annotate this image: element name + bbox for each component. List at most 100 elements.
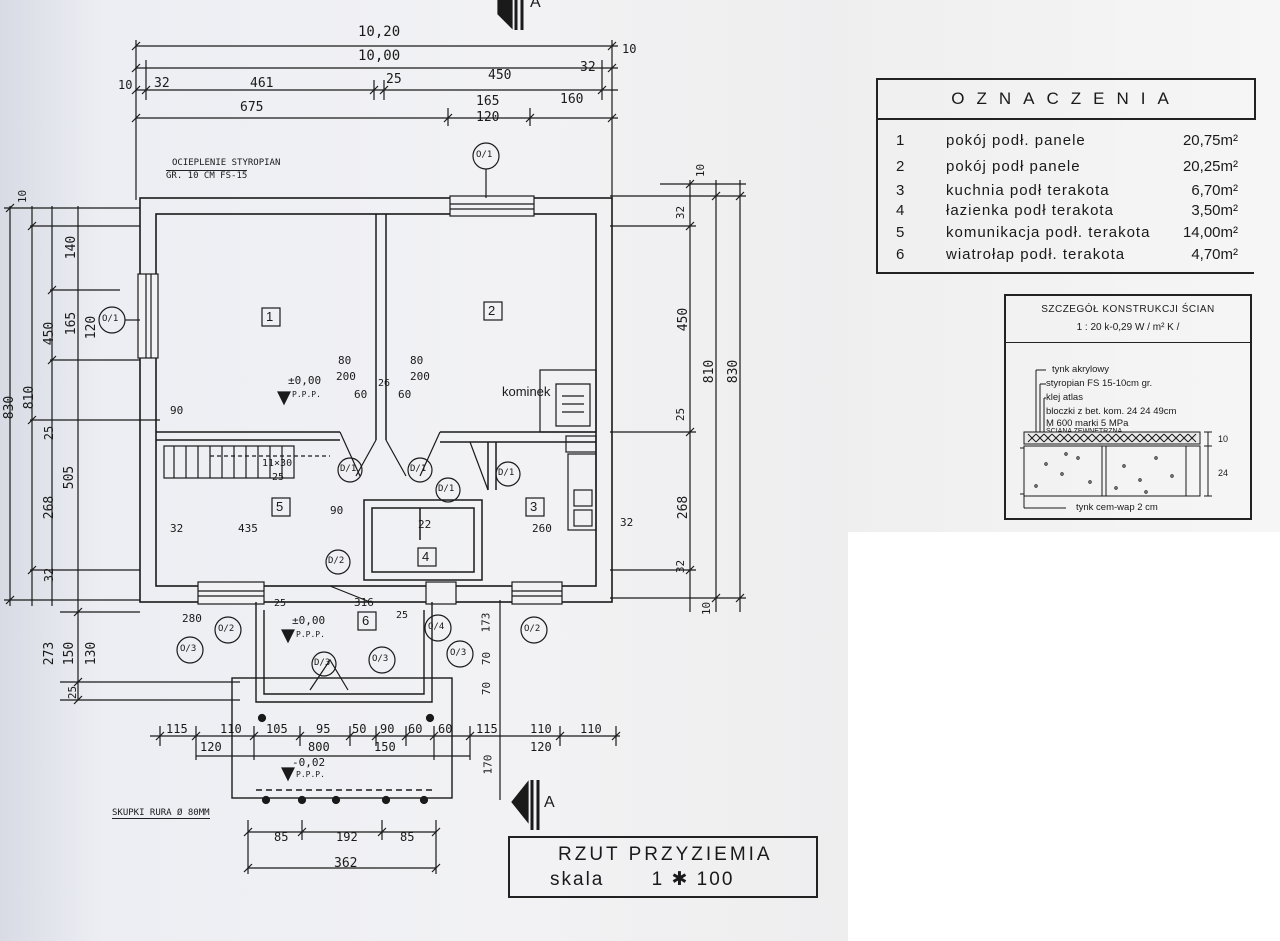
level-marker-symbols <box>277 391 295 782</box>
dimension-label: 60 <box>354 388 368 401</box>
dimension-label: 810 <box>702 359 718 384</box>
door-tag-circles <box>311 457 521 677</box>
legend-row-area: 6,70m² <box>1191 182 1238 199</box>
dimension-label: 90 <box>330 504 344 517</box>
dimension-label: 50 <box>352 722 367 736</box>
dimension-label: 32 <box>674 205 688 220</box>
wall-construction-detail: SZCZEGÓŁ KONSTRUKCJI ŚCIAN 1 : 20 k-0,29… <box>1004 294 1252 520</box>
dimension-top-inner: 10,00 <box>358 48 401 64</box>
legend-row-area: 14,00m² <box>1182 224 1238 241</box>
detail-layer-label: klej atlas <box>1046 392 1083 403</box>
drawing-scale: skala 1 ✱ 100 <box>550 868 734 891</box>
legend-row-name: pokój podł panele <box>946 158 1081 175</box>
dimension-label: 25 <box>396 610 409 621</box>
legend-row-number: 4 <box>896 202 905 219</box>
legend-row: 5 komunikacja podł. terakota 14,00m² <box>878 224 1248 246</box>
dimension-label: 32 <box>580 60 596 75</box>
wall-section-drawing <box>1020 369 1212 509</box>
dimension-label: 26 <box>378 378 391 389</box>
dimension-label: 450 <box>488 68 512 83</box>
dimension-label: 170 <box>481 754 495 775</box>
window-tag: O/3 <box>372 654 389 664</box>
detail-dimension: 10 <box>1218 434 1229 444</box>
fireplace <box>539 369 597 453</box>
section-arrow-top <box>497 0 524 30</box>
detail-layer-label: styropian FS 15-10cm gr. <box>1046 378 1153 389</box>
dimension-label: 505 <box>62 465 78 490</box>
dimension-label: 675 <box>240 100 264 115</box>
legend-row-name: komunikacja podł. terakota <box>946 224 1151 241</box>
legend-row-number: 3 <box>896 182 905 199</box>
dimension-label: 130 <box>84 641 100 666</box>
dimension-label: 95 <box>316 722 331 736</box>
detail-layer-label: bloczki z bet. kom. 24 24 49cm <box>1046 406 1177 417</box>
window-tag-circles <box>98 142 548 674</box>
interior-walls <box>156 214 596 581</box>
dimension-label: 461 <box>250 76 274 91</box>
dimension-label: 200 <box>410 370 430 383</box>
room-number-4: 4 <box>422 549 430 564</box>
stairs-label: 11×30 <box>262 458 293 469</box>
dimension-label: 25 <box>386 72 402 87</box>
dimension-label: 10 <box>694 163 708 178</box>
dimension-label: 105 <box>266 722 288 736</box>
section-arrow-bottom <box>511 780 540 830</box>
drain-note: SKUPKI RURA Ø 80MM <box>112 808 210 819</box>
right-dimension-lines <box>610 179 746 612</box>
scale-label: skala <box>550 869 605 890</box>
detail-layer-label: tynk akrylowy <box>1052 364 1110 375</box>
drawing-title: RZUT PRZYZIEMIA <box>558 844 773 865</box>
dimension-label: 165 <box>476 94 500 109</box>
legend-row-area: 3,50m² <box>1191 202 1238 219</box>
dimension-label: 32 <box>674 559 688 574</box>
dimension-label: 90 <box>380 722 395 736</box>
kitchen-counter <box>567 453 597 531</box>
dimension-label: 150 <box>374 740 396 754</box>
dimension-label: 25 <box>274 598 287 609</box>
dimension-label: 165 <box>64 311 80 336</box>
legend-table: OZNACZENIA 1 pokój podł. panele 20,75m² … <box>876 78 1256 274</box>
dimension-label: 70 <box>480 651 494 666</box>
legend-row-area: 20,25m² <box>1182 158 1238 175</box>
legend-row: 3 kuchnia podł terakota 6,70m² <box>878 182 1248 204</box>
room-number-1: 1 <box>266 309 274 324</box>
dimension-label: 160 <box>560 92 584 107</box>
staircase <box>163 445 330 479</box>
dimension-label: 268 <box>676 495 692 520</box>
section-label-top: A <box>530 0 541 11</box>
legend-row-name: łazienka podł terakota <box>946 202 1114 219</box>
title-block: RZUT PRZYZIEMIA skala 1 ✱ 100 <box>508 836 818 898</box>
dimension-label: 200 <box>336 370 356 383</box>
dimension-label: 60 <box>408 722 423 736</box>
dimension-top-total: 10,20 <box>358 24 401 40</box>
legend-row: 6 wiatrołap podł. terakota 4,70m² <box>878 246 1248 268</box>
detail-layer-label: tynk cem-wap 2 cm <box>1076 502 1158 513</box>
dimension-label: 115 <box>476 722 498 736</box>
detail-layer-label: M 600 marki 5 MPa <box>1046 418 1129 429</box>
dimension-label: 10 <box>16 189 30 204</box>
room-number-6: 6 <box>362 613 370 628</box>
legend-row-area: 4,70m² <box>1191 246 1238 263</box>
door-tag: D/2 <box>328 556 345 566</box>
window-tag: O/2 <box>524 624 541 634</box>
legend-row-number: 2 <box>896 158 905 175</box>
top-dimension-lines <box>131 40 618 200</box>
insulation-note-line1: OCIEPLENIE STYROPIAN <box>172 158 281 168</box>
dimension-label: 10 <box>700 601 714 616</box>
dimension-label: 32 <box>154 76 170 91</box>
legend-row-number: 5 <box>896 224 905 241</box>
window-tag: O/1 <box>476 150 493 160</box>
legend-row: 2 pokój podł panele 20,25m² <box>878 158 1248 180</box>
window-tag: O/2 <box>218 624 235 634</box>
dimension-label: 90 <box>170 404 184 417</box>
window-tag: O/1 <box>102 314 119 324</box>
window-tag: O/4 <box>428 622 445 632</box>
dimension-label: 110 <box>580 722 602 736</box>
dimension-label: 830 <box>726 359 742 384</box>
bottom-dimension-lines <box>150 600 621 874</box>
scale-value: 1 ✱ 100 <box>651 869 735 890</box>
legend-heading: OZNACZENIA <box>878 78 1256 120</box>
dimension-label: 450 <box>676 307 692 332</box>
room-number-boxes <box>261 301 545 631</box>
room-number-5: 5 <box>276 499 284 514</box>
